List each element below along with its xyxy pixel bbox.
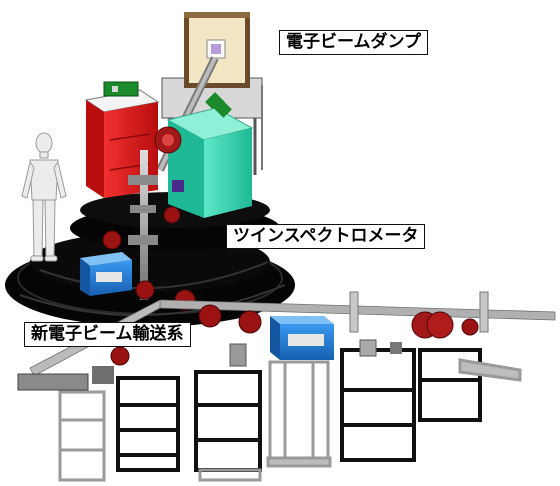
spectrometer-icon — [154, 98, 254, 218]
beam-dump-label: 電子ビームダンプ — [279, 30, 428, 55]
support-stand-icon — [116, 348, 482, 472]
grey-support-stands — [58, 358, 522, 482]
quadrupole-magnets — [110, 304, 479, 366]
human-figure-icon — [21, 132, 67, 262]
beam-pipe-icon — [102, 150, 181, 300]
magnet-icon-right — [270, 316, 334, 360]
beam-transport-label: 新電子ビーム輸送系 — [24, 322, 191, 347]
magnet-icon — [80, 252, 196, 311]
twin-spectrometer-label: ツインスペクトロメータ — [226, 224, 426, 249]
vacuum-components — [17, 339, 402, 391]
beam-dump-icon — [161, 12, 263, 175]
